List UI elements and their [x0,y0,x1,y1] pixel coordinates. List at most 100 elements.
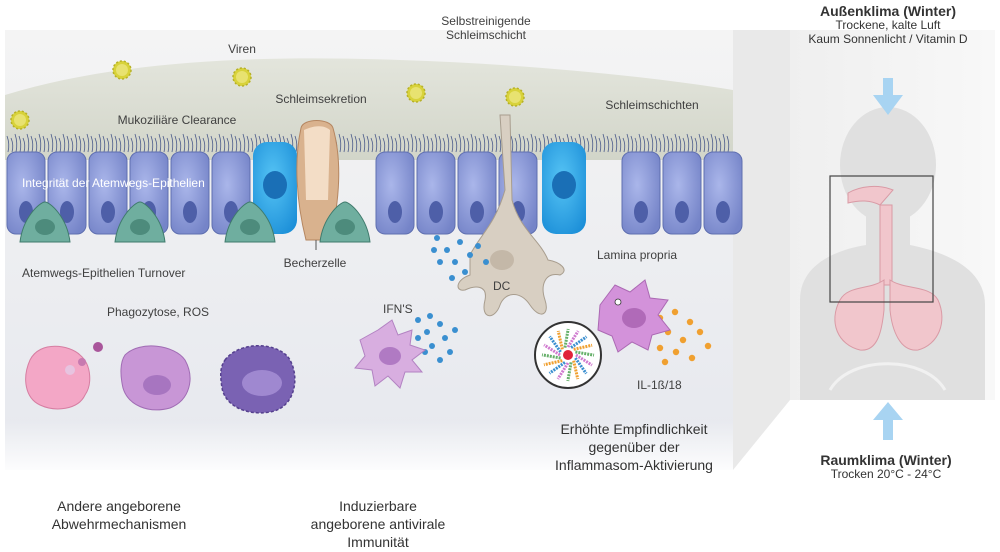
epithelial-cell [621,151,661,235]
goblet-cell [296,120,340,250]
signal-dot [467,252,473,258]
epithelial-cell [703,151,743,235]
inflammasome-ray [548,335,562,353]
label-line: gegenüber der [588,439,680,456]
signal-dot [704,342,712,350]
inflammasome-ray [575,353,593,367]
ifn-producing-cell [354,319,427,389]
inflammasome-ray [543,343,561,357]
label-mucus-self-cleaning: Selbstreinigende Schleimschicht [441,14,531,43]
signal-dot [444,247,450,253]
indoor-arrow-icon [873,402,903,440]
signal-dot [437,259,443,265]
signal-dot [661,358,669,366]
label-line: Immunität [347,534,409,551]
label-line: Induzierbare [339,498,417,514]
epithelial-cell [416,151,456,235]
signal-dot [457,239,463,245]
inflammasome-cell [597,279,671,353]
signal-dot [462,269,468,275]
il-dots [656,308,712,366]
epithelial-cell [457,151,497,235]
signal-dot [452,259,458,265]
dendritic-cell [457,114,565,317]
signal-dot [434,235,440,241]
label-viruses: Viren [228,42,256,56]
signal-dot [415,317,421,323]
zoom-funnel [733,30,790,470]
inflammasome-ray [566,362,573,382]
inflammasome-ray [556,330,564,350]
inflammasome-icon [534,321,602,389]
signal-dot [437,357,443,363]
outdoor-climate-block: Außenklima (Winter) Trockene, kalte Luft… [808,3,967,47]
inflammasome-ray [573,343,593,351]
ifn-dots [431,235,489,281]
signal-dot [688,354,696,362]
outdoor-title: Außenklima (Winter) [819,3,956,19]
label-line: Inflammasom-Aktivierung [555,457,713,474]
basal-cell [114,201,166,243]
respiratory-tract-icon [828,185,947,391]
basal-cell [224,201,276,243]
signal-dot [437,321,443,327]
basal-cell [319,201,371,243]
label-epithelial-turnover: Atemwegs-Epithelien Turnover [22,266,186,280]
outdoor-line: Kaum Sonnenlicht / Vitamin D [808,31,968,46]
virus-icon [406,83,426,103]
inflammasome-ray [570,335,588,349]
epithelial-cell [662,151,702,235]
signal-dot [483,259,489,265]
signal-dot [447,349,453,355]
label-il: IL-1ß/18 [637,378,682,392]
signal-dot [671,308,679,316]
inflammasome-ray [574,357,588,375]
signal-dot [679,336,687,344]
signal-dot [696,328,704,336]
ciliated-cell-blue [253,142,297,234]
outdoor-line: Trockene, kalte Luft [835,18,941,33]
label-goblet-cell: Becherzelle [283,256,347,270]
signal-dot [415,335,421,341]
phagocyte-pink [25,342,103,410]
ifn-dots [415,313,458,363]
zoom-box [829,175,934,303]
outdoor-arrow-icon [873,78,903,115]
indoor-title: Raumklima (Winter) [820,452,952,468]
signal-dot [424,329,430,335]
epithelial-cell [88,151,128,235]
signal-dot [452,327,458,333]
virus-icon [505,87,525,107]
label-other-defense: Andere angeborene Abwehrmechanismen [52,497,187,533]
phagocyte-purple [120,345,191,411]
virus-icon [232,67,252,87]
label-line: Erhöhte Empfindlichkeit [560,421,708,437]
label-epithelial-integrity: Integrität der Atemwegs-Epithelien [22,176,205,190]
epithelial-cell [170,151,210,235]
label-line: Schleimschicht [445,27,527,42]
virus-icon [10,110,30,130]
inflammasome-ray [543,359,563,367]
label-phagocytosis: Phagozytose, ROS [107,305,210,319]
label-line: Selbstreinigende [441,14,531,28]
signal-dot [672,348,680,356]
signal-dot [449,275,455,281]
label-line: Andere angeborene [57,498,181,514]
label-ifns: IFN'S [383,302,413,316]
inflammasome-ray [572,360,580,380]
label-mucociliary-clearance: Mukoziliäre Clearance [117,113,237,127]
label-inflammasome: Erhöhte Empfindlichkeit gegenüber der In… [555,420,713,475]
signal-dot [429,343,435,349]
signal-dot [431,247,437,253]
inflammasome-ray [541,353,561,360]
label-lamina-propria: Lamina propria [597,248,678,262]
signal-dot [442,335,448,341]
label-mucus-layers: Schleimschichten [605,98,699,112]
epithelial-cell [375,151,415,235]
signal-dot [427,313,433,319]
ciliated-cell-blue [542,142,586,234]
signal-dot [686,318,694,326]
virus-group [10,60,525,130]
label-line: Abwehrmechanismen [51,516,187,533]
